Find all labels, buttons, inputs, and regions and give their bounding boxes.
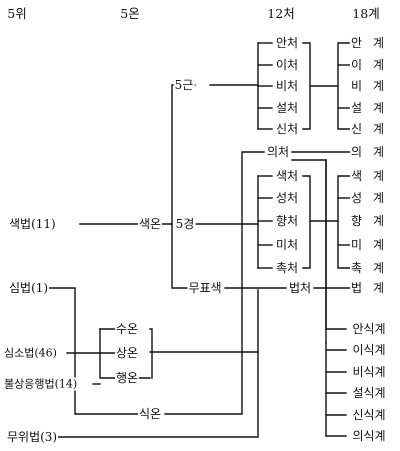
group-five-objects: 5경	[174, 217, 196, 231]
aggregate-formations: 행온	[114, 371, 140, 385]
header-five-aggregates: 5온	[120, 5, 140, 21]
element-body-consciousness: 신식계	[351, 408, 387, 422]
base-taste: 미처	[274, 238, 300, 252]
base-mind: 의처	[265, 145, 291, 159]
element-smell: 향계	[349, 214, 397, 228]
base-tongue: 설처	[274, 101, 300, 115]
group-five-roots: 5근	[173, 78, 195, 92]
base-touch: 촉처	[274, 261, 300, 275]
dharma-mental-factors: 심소법(46)	[3, 346, 58, 360]
dharma-mind: 심법(1)	[8, 281, 50, 295]
aggregate-consciousness: 식온	[137, 407, 163, 421]
header-twelve-bases: 12처	[267, 5, 295, 21]
element-mind-consciousness: 의식계	[351, 429, 387, 443]
base-body: 신처	[274, 122, 300, 136]
header-five-dharma-categories: 5위	[7, 5, 27, 21]
element-mind: 의계	[349, 145, 397, 159]
element-dharma: 법계	[349, 281, 397, 295]
element-sound: 성계	[349, 191, 397, 205]
dharma-not-associated: 불상응행법(14)	[3, 377, 79, 391]
element-eye: 안계	[349, 36, 397, 50]
element-tongue: 설계	[349, 101, 397, 115]
element-nose: 비계	[349, 79, 397, 93]
element-ear: 이계	[349, 58, 397, 72]
dharma-unconditioned: 무위법(3)	[6, 430, 59, 444]
element-tongue-consciousness: 설식계	[351, 386, 387, 400]
aggregate-form: 색온	[137, 217, 163, 231]
element-form: 색계	[349, 169, 397, 183]
element-body: 신계	[349, 122, 397, 136]
base-nose: 비처	[274, 79, 300, 93]
dharma-form: 색법(11)	[8, 217, 57, 231]
base-smell: 향처	[274, 214, 300, 228]
base-dharma: 법처	[287, 281, 313, 295]
element-touch: 촉계	[349, 261, 397, 275]
base-ear: 이처	[274, 58, 300, 72]
element-eye-consciousness: 안식계	[351, 322, 387, 336]
element-nose-consciousness: 비식계	[351, 365, 387, 379]
element-ear-consciousness: 이식계	[351, 343, 387, 357]
group-non-revealing-form: 무표색	[187, 281, 223, 295]
element-taste: 미계	[349, 238, 397, 252]
base-form: 색처	[274, 169, 300, 183]
base-eye: 안처	[274, 36, 300, 50]
header-eighteen-elements: 18계	[352, 5, 380, 21]
aggregate-perception: 상온	[114, 346, 140, 360]
aggregate-feeling: 수온	[114, 322, 140, 336]
base-sound: 성처	[274, 191, 300, 205]
